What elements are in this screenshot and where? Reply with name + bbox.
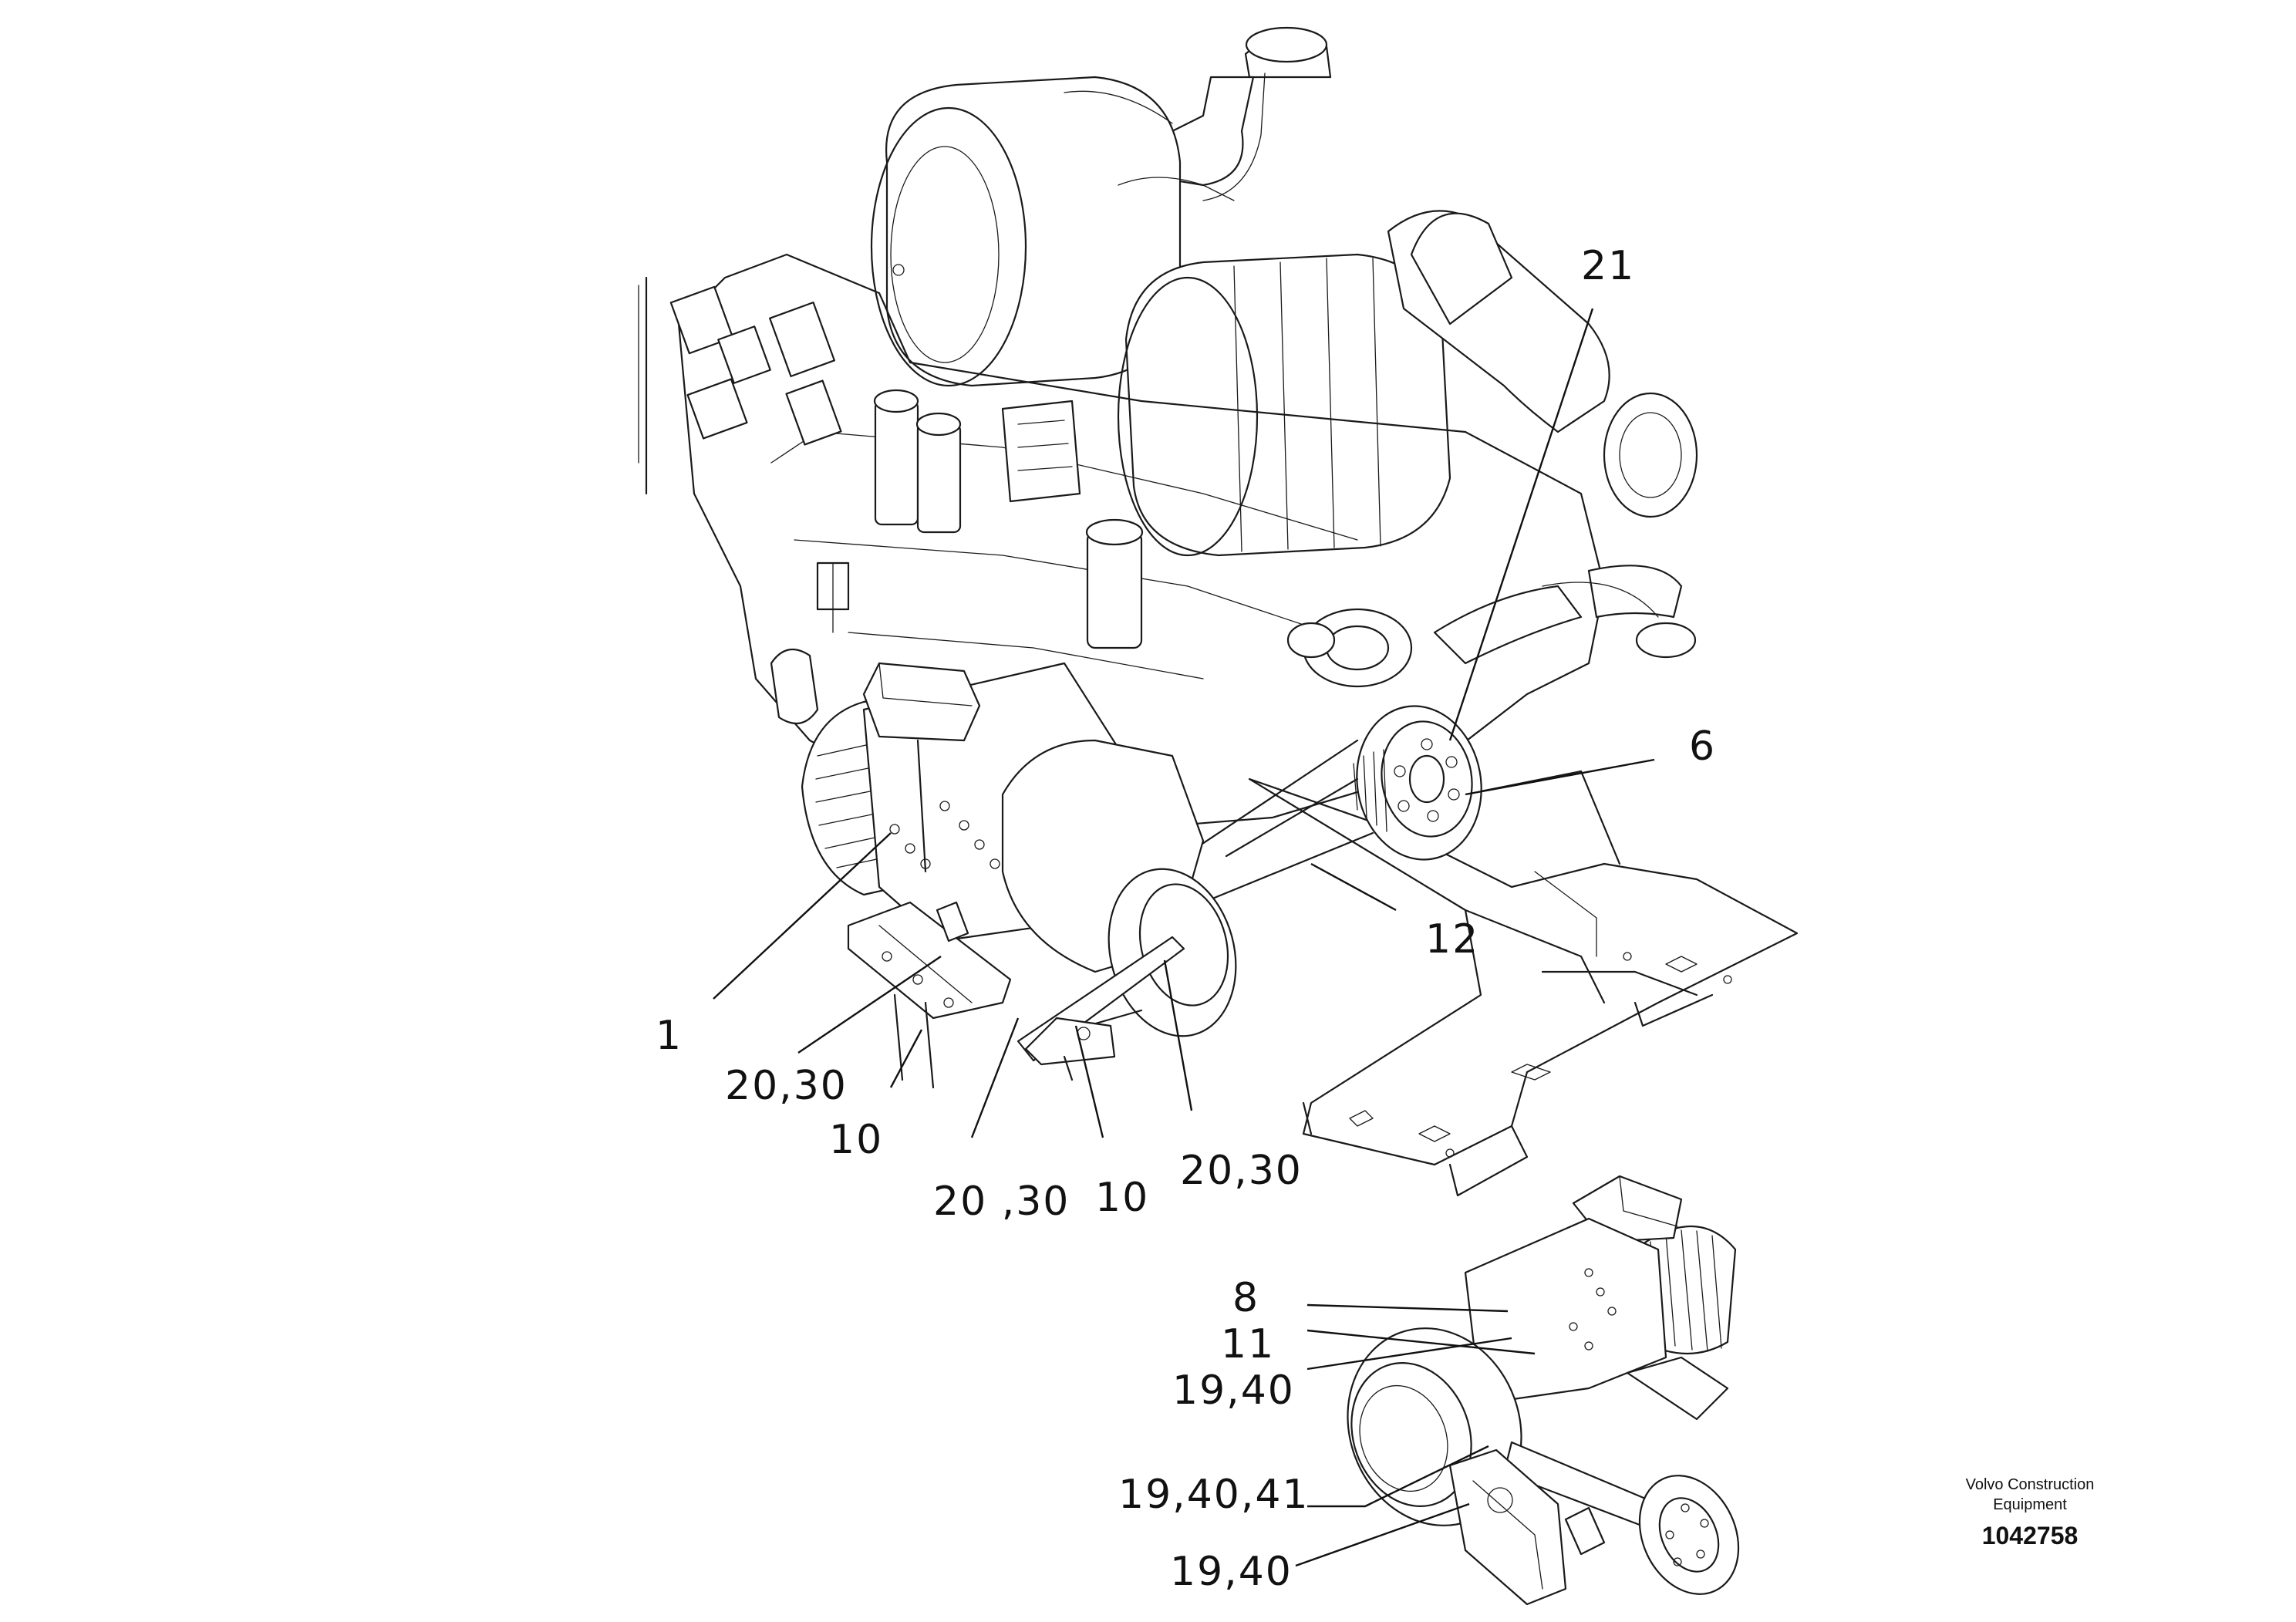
callout-19-40-41: 19,40,41: [1118, 1472, 1310, 1518]
company-name-line1: Volvo Construction: [1966, 1476, 2095, 1493]
document-number: 1042758: [1982, 1522, 2079, 1549]
callout-19-40-top: 19,40: [1172, 1367, 1295, 1414]
engine-assembly: [638, 26, 1698, 835]
callout-1: 1: [656, 1013, 683, 1059]
base-frame: [1248, 770, 1799, 1197]
callout-10-mid: 10: [1095, 1175, 1149, 1221]
callout-19-40-bottom: 19,40: [1170, 1549, 1293, 1595]
callout-8: 8: [1232, 1275, 1259, 1321]
callout-20-30-right: 20,30: [1180, 1148, 1303, 1194]
upper-air-cleaner: [870, 76, 1235, 387]
drive-belt: [1171, 739, 1374, 904]
callout-labels: 21 6 12 1 20,30 10 20 ,30 10 20,30 8 11 …: [656, 243, 1716, 1595]
callout-12: 12: [1425, 916, 1479, 963]
callout-11: 11: [1221, 1321, 1275, 1367]
alternator-main: [801, 662, 1237, 1089]
callout-10-left: 10: [829, 1117, 883, 1163]
document-caption: Volvo Construction Equipment 1042758: [1966, 1476, 2095, 1549]
callout-20-30-mid: 20 ,30: [933, 1179, 1070, 1225]
lower-air-cleaner: [1117, 253, 1451, 557]
callout-6: 6: [1689, 723, 1716, 770]
company-name-line2: Equipment: [1993, 1496, 2067, 1513]
callout-21: 21: [1581, 243, 1635, 289]
callout-20-30-left: 20,30: [725, 1063, 848, 1109]
alternator-detail-view: [1347, 1175, 1740, 1606]
leader-lines: [713, 308, 1655, 1567]
drive-pulley: [1353, 705, 1482, 861]
